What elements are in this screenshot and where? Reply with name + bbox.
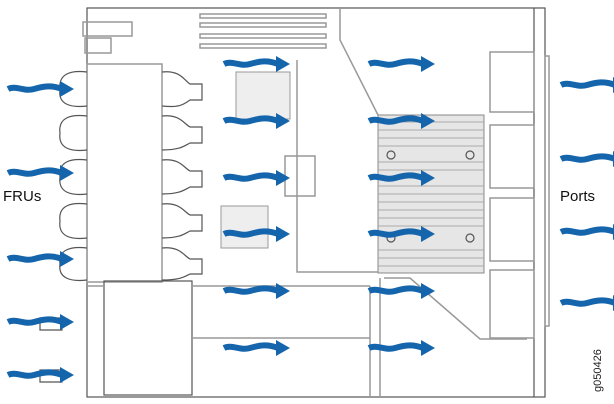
outlet-arrow [561,77,614,93]
chassis [39,7,550,398]
memory-slots [199,13,327,49]
fan-tray [86,63,163,283]
internal-arrow [224,340,290,356]
internal-arrow [369,56,435,72]
ports-label: Ports [560,188,596,205]
inlet-arrow [8,81,74,97]
chip-heatsink [235,71,291,120]
frus-label: FRUs [3,188,42,205]
outlet-arrow [561,295,614,311]
figure-id: g050426 [592,349,604,392]
power-supplies [39,278,381,397]
inlet-arrow [8,165,74,181]
inlet-arrow [8,251,74,267]
internal-arrow [224,56,290,72]
internal-arrow [224,170,290,186]
fan-handles [59,70,203,282]
airflow-arrows [8,56,614,383]
outlet-arrow [561,151,614,167]
inlet-arrow [8,314,74,330]
outlet-arrow [561,224,614,240]
port-cages [489,51,550,339]
internal-arrow [369,340,435,356]
cpu-heatsink [377,114,485,274]
internal-arrow [369,283,435,299]
chip-heatsink-small [220,205,269,249]
